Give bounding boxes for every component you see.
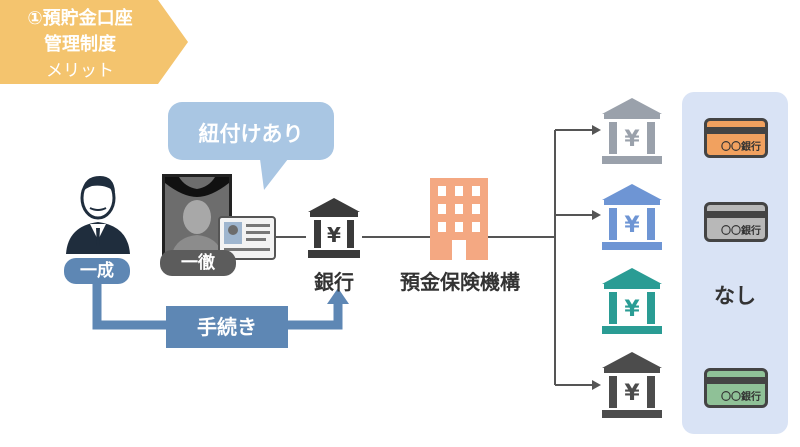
- link-bubble: 紐付けあり: [168, 102, 336, 192]
- bank-card-icon: 〇〇銀行: [704, 118, 768, 158]
- procedure-box: 手続き: [166, 306, 288, 348]
- title-tag: ①預貯金口座 管理制度 メリット: [0, 0, 190, 86]
- memorial-portrait: [162, 174, 232, 260]
- person2-label: 一徹: [160, 250, 236, 276]
- title-tag-shape: [0, 0, 188, 84]
- no-link-panel: 〇〇銀行 〇〇銀行 なし 〇〇銀行: [682, 92, 788, 434]
- yen-symbol: ¥: [624, 297, 640, 322]
- title-line-2: 管理制度: [44, 34, 116, 55]
- bank-blue-icon: ¥: [600, 182, 664, 252]
- bank-gray-icon: ¥: [600, 96, 664, 166]
- bank-dark-icon: ¥: [600, 350, 664, 420]
- yen-symbol: ¥: [624, 127, 640, 152]
- bank-label: 銀行: [314, 270, 354, 294]
- card-label: 〇〇銀行: [721, 226, 761, 237]
- yen-symbol: ¥: [624, 381, 640, 406]
- building-icon: [430, 178, 488, 260]
- card-label: 〇〇銀行: [721, 392, 761, 403]
- deposit-insurance-label: 預金保険機構: [400, 270, 520, 294]
- yen-symbol: ¥: [327, 223, 341, 247]
- id-card-icon: [218, 216, 276, 260]
- bank-card-icon: 〇〇銀行: [704, 368, 768, 408]
- bank-icon: ¥: [306, 196, 362, 260]
- person1-label: 一成: [64, 258, 130, 284]
- card-label: 〇〇銀行: [721, 142, 761, 153]
- none-label: なし: [714, 284, 756, 308]
- person-icon: [62, 170, 134, 254]
- bank-teal-icon: ¥: [600, 266, 664, 336]
- yen-symbol: ¥: [624, 213, 640, 238]
- bubble-shape: [168, 102, 334, 190]
- bank-card-icon: 〇〇銀行: [704, 202, 768, 242]
- title-line-1: ①預貯金口座: [27, 8, 133, 29]
- bubble-text: 紐付けあり: [198, 122, 304, 146]
- title-line-3: メリット: [46, 61, 114, 81]
